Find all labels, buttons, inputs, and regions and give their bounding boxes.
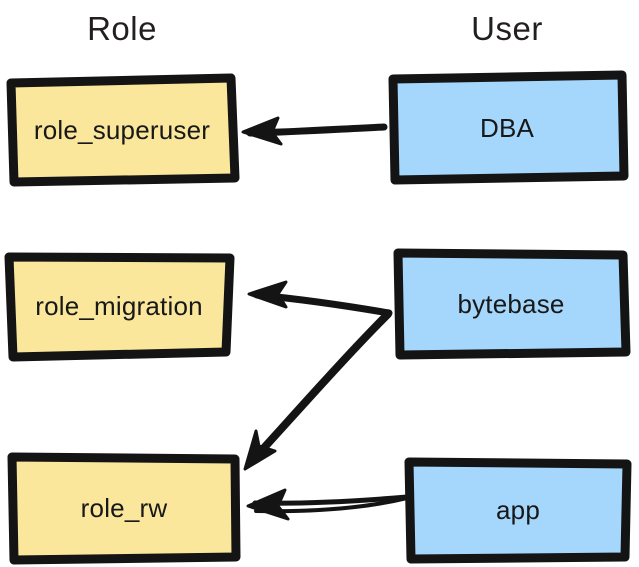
node-role-rw[interactable]: role_rw [6,451,242,565]
node-label: bytebase [457,288,565,319]
node-shape [404,457,632,564]
node-role-superuser[interactable]: role_superuser [5,73,240,187]
node-shape [388,70,629,185]
node-label: DBA [479,112,535,143]
edge-dba-to-role-superuser [241,116,388,146]
node-role-migration[interactable]: role_migration [2,250,236,362]
node-bytebase[interactable]: bytebase [392,248,631,360]
node-dba[interactable]: DBA [386,70,629,185]
node-app[interactable]: app [403,456,633,564]
node-label: role_rw [80,492,168,523]
column-header-role: Role [87,10,157,47]
node-label: app [496,494,540,525]
node-label: role_migration [35,290,203,321]
node-shape [6,73,240,187]
edge-bytebase-to-role-migration [247,280,393,317]
node-shape [7,452,241,565]
node-label: role_superuser [33,114,211,145]
edge-app-to-role-rw [246,488,410,521]
edge-bytebase-to-role-rw [243,310,392,471]
column-header-user: User [471,10,543,47]
node-shape [393,248,631,360]
node-shape [4,252,235,362]
